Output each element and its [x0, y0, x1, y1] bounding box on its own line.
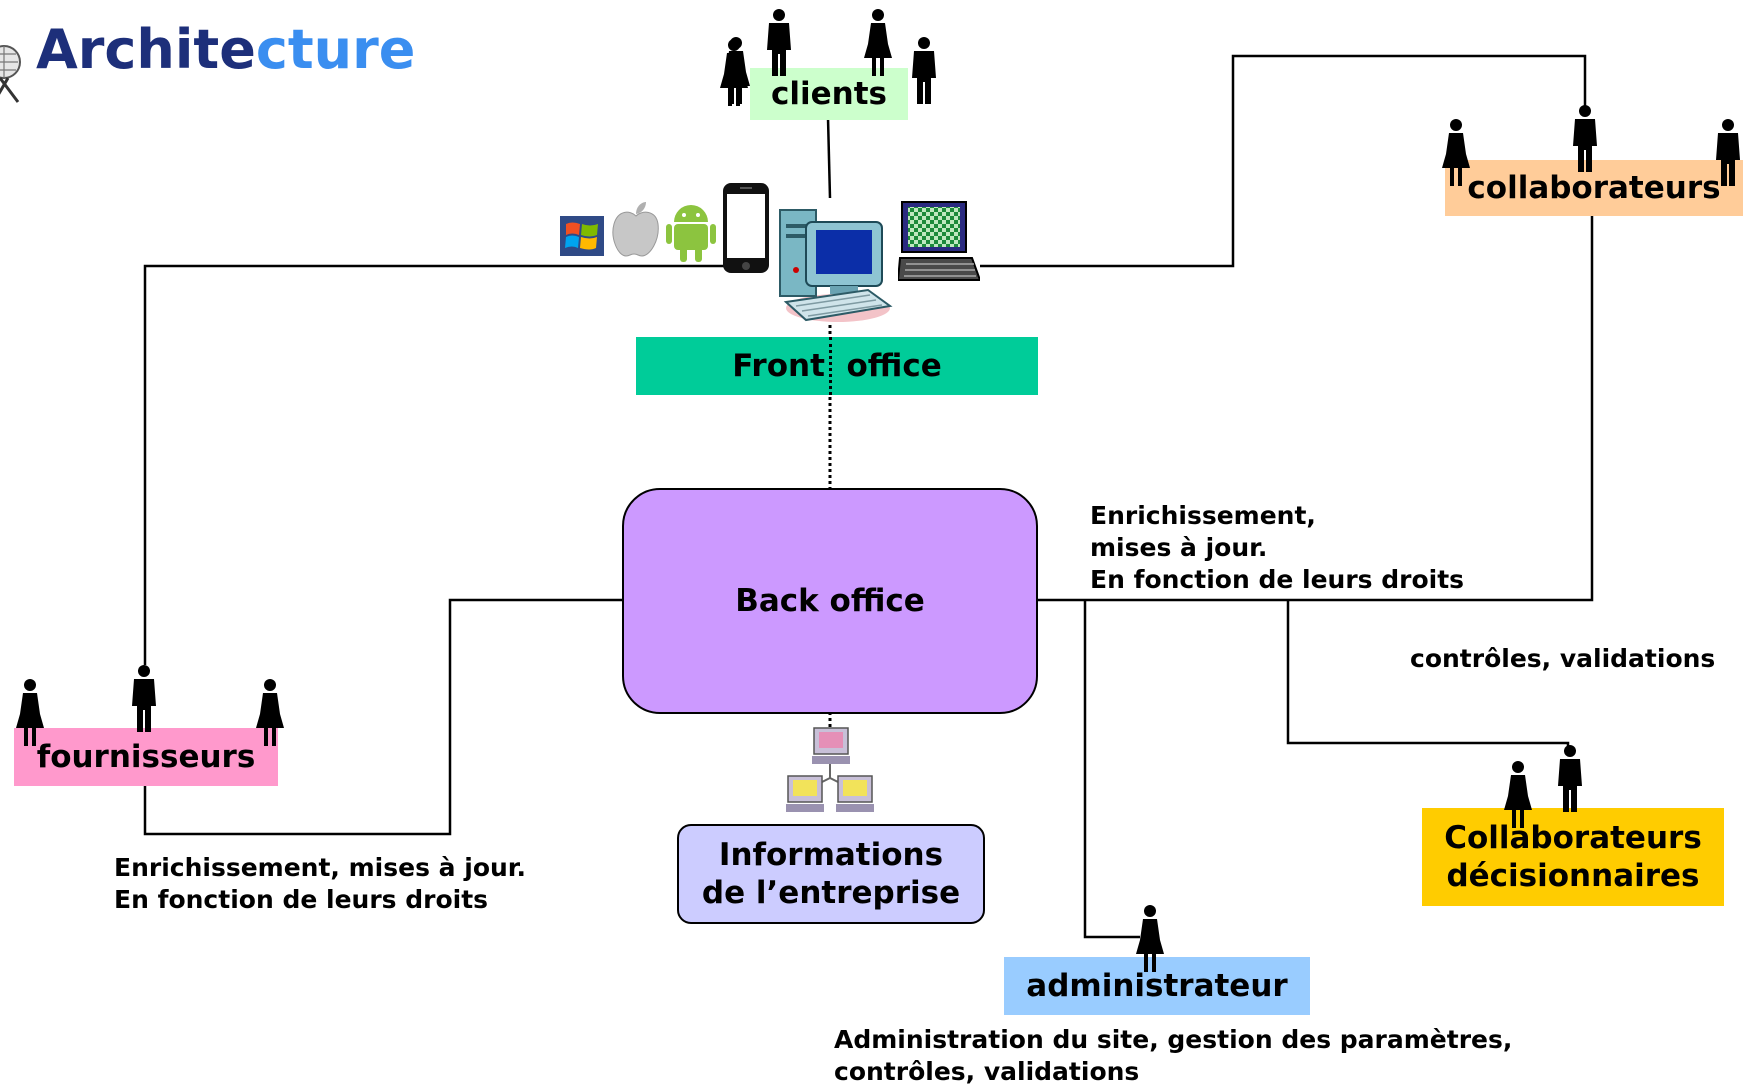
fournisseurs-rights-line2: En fonction de leurs droits — [114, 885, 489, 914]
laptop-icon — [898, 201, 980, 281]
collaborateurs-rights-line2: mises à jour. — [1090, 533, 1268, 562]
informations-label-line1: Informations — [718, 837, 944, 873]
front-office-box: Front office — [636, 337, 1038, 395]
collaborateurs-rights-line3: En fonction de leurs droits — [1090, 565, 1465, 594]
back-office-box: Back office — [622, 488, 1038, 714]
front-office-dotted-line — [829, 337, 832, 395]
person-icon — [767, 9, 791, 76]
smartphone-icon — [723, 183, 769, 273]
globe-logo-icon — [0, 45, 21, 103]
person-icon — [912, 37, 936, 104]
admin-note-line1: Administration du site, gestion des para… — [834, 1025, 1513, 1054]
fournisseurs-box: fournisseurs — [14, 728, 278, 786]
person-icon — [1136, 905, 1164, 972]
android-logo-icon — [666, 205, 716, 262]
person-icon — [864, 9, 892, 76]
person-icon — [720, 39, 748, 106]
clients-label: clients — [771, 76, 887, 112]
clients-connector — [826, 117, 832, 199]
informations-label-line2: de l’entreprise — [701, 875, 961, 911]
windows-logo-icon — [560, 216, 604, 256]
clients-box: clients — [750, 68, 908, 120]
decisionnaires-label-line1: Collaborateurs — [1444, 820, 1702, 856]
fournisseurs-label: fournisseurs — [36, 739, 256, 775]
admin-note: Administration du site, gestion des para… — [834, 1024, 1512, 1088]
decisionnaires-box: Collaborateurs décisionnaires — [1422, 808, 1724, 906]
fournisseurs-rights-line1: Enrichissement, mises à jour. — [114, 853, 527, 882]
page-title: Architecture — [36, 18, 416, 81]
desktop-computer-icon — [779, 209, 893, 322]
fournisseurs-back-connector — [143, 598, 622, 836]
person-icon — [256, 679, 284, 746]
collaborateurs-box: collaborateurs — [1445, 160, 1743, 216]
administrateur-connector — [1083, 600, 1140, 939]
person-icon — [1558, 745, 1582, 812]
administrateur-label: administrateur — [1026, 968, 1288, 1004]
front-office-label: Front office — [732, 348, 942, 384]
fournisseurs-rights-note: Enrichissement, mises à jour. En fonctio… — [114, 852, 526, 916]
admin-note-line2: contrôles, validations — [834, 1057, 1140, 1086]
controls-note: contrôles, validations — [1410, 644, 1716, 673]
collaborateurs-label: collaborateurs — [1467, 170, 1721, 206]
person-icon — [1442, 119, 1470, 186]
apple-logo-icon — [612, 202, 659, 257]
collaborateurs-rights-note: Enrichissement, mises à jour. En fonctio… — [1090, 500, 1464, 596]
fournisseurs-front-connector — [143, 264, 735, 665]
person-icon — [1573, 105, 1597, 172]
network-computers-icon — [786, 727, 874, 812]
collaborateurs-rights-line1: Enrichissement, — [1090, 501, 1316, 530]
back-office-label: Back office — [735, 583, 925, 619]
person-icon — [16, 679, 44, 746]
collaborateurs-front-connector — [980, 54, 1587, 268]
person-icon — [1716, 119, 1740, 186]
informations-box: Informations de l’entreprise — [677, 824, 985, 924]
decisionnaires-connector — [1286, 600, 1570, 752]
collaborateurs-back-connector — [1038, 212, 1594, 602]
person-icon — [1504, 761, 1532, 828]
person-icon — [132, 665, 156, 732]
administrateur-box: administrateur — [1004, 957, 1310, 1015]
decisionnaires-label-line2: décisionnaires — [1446, 858, 1700, 894]
